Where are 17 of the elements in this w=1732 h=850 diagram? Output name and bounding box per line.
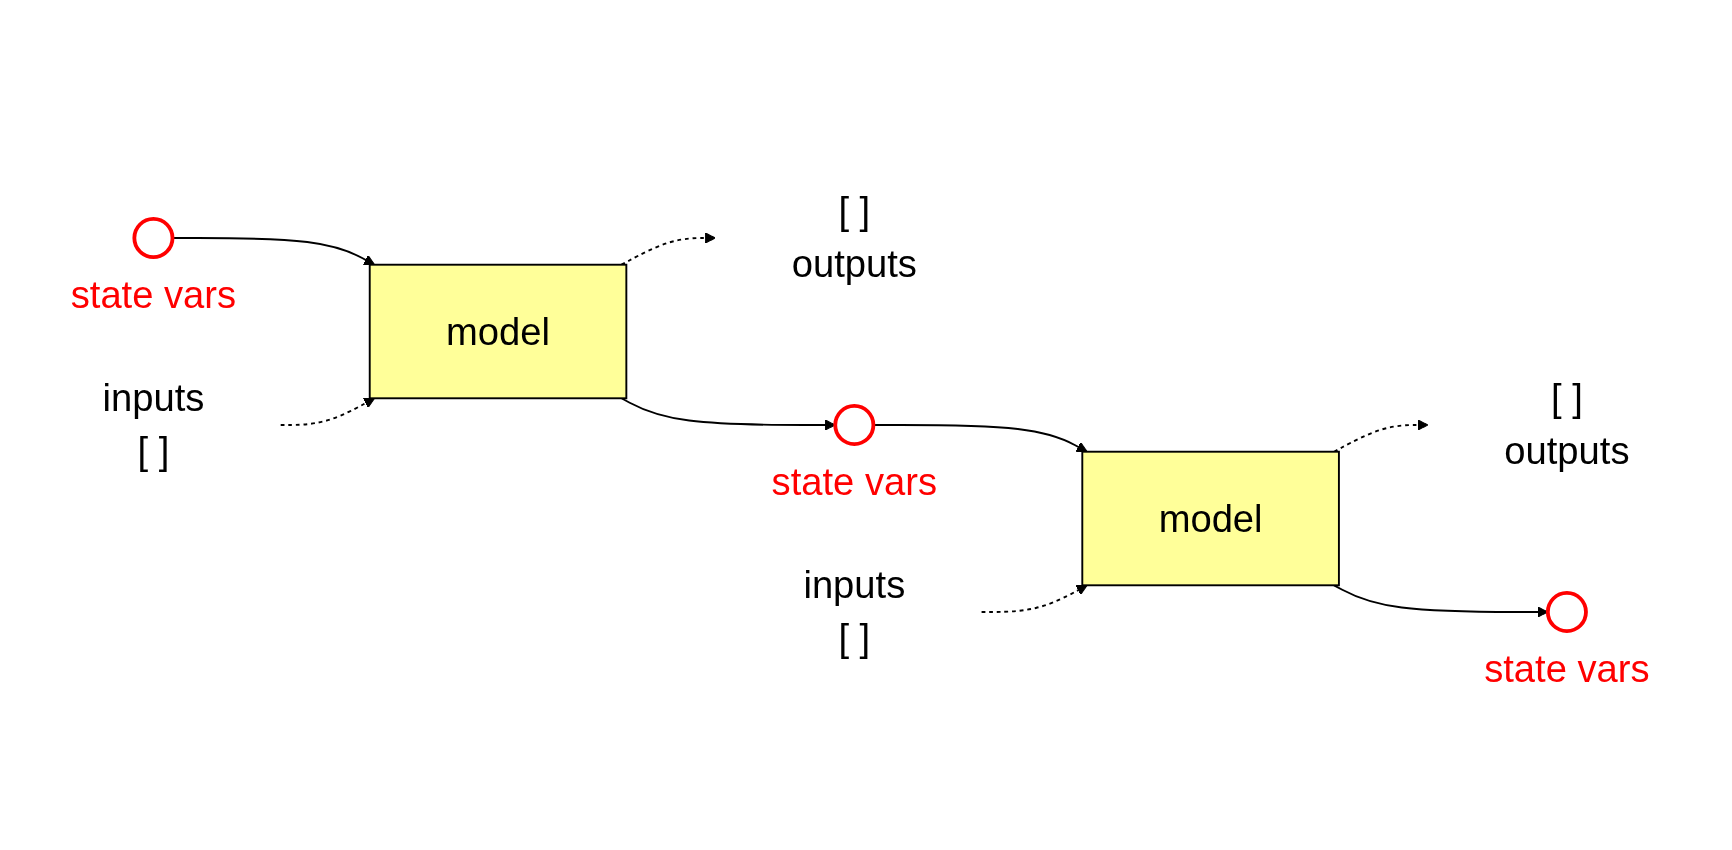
node-circle — [1545, 591, 1588, 633]
arrow — [1333, 584, 1549, 618]
state-label: state vars — [1484, 646, 1650, 690]
node-text: inputs [ ] — [803, 563, 906, 660]
arrow — [1333, 419, 1429, 453]
node-box: model — [368, 263, 628, 400]
node-box: model — [1081, 450, 1340, 587]
state-label: state vars — [70, 272, 237, 316]
node-circle — [132, 217, 175, 259]
node-text: inputs [ ] — [102, 376, 205, 473]
state-label: state vars — [771, 459, 938, 503]
arrow — [620, 232, 716, 266]
node-text: [ ] outputs — [1504, 376, 1630, 473]
arrow — [279, 397, 376, 426]
arrow — [980, 584, 1088, 613]
node-text: [ ] outputs — [791, 189, 917, 286]
node-circle — [833, 404, 876, 446]
